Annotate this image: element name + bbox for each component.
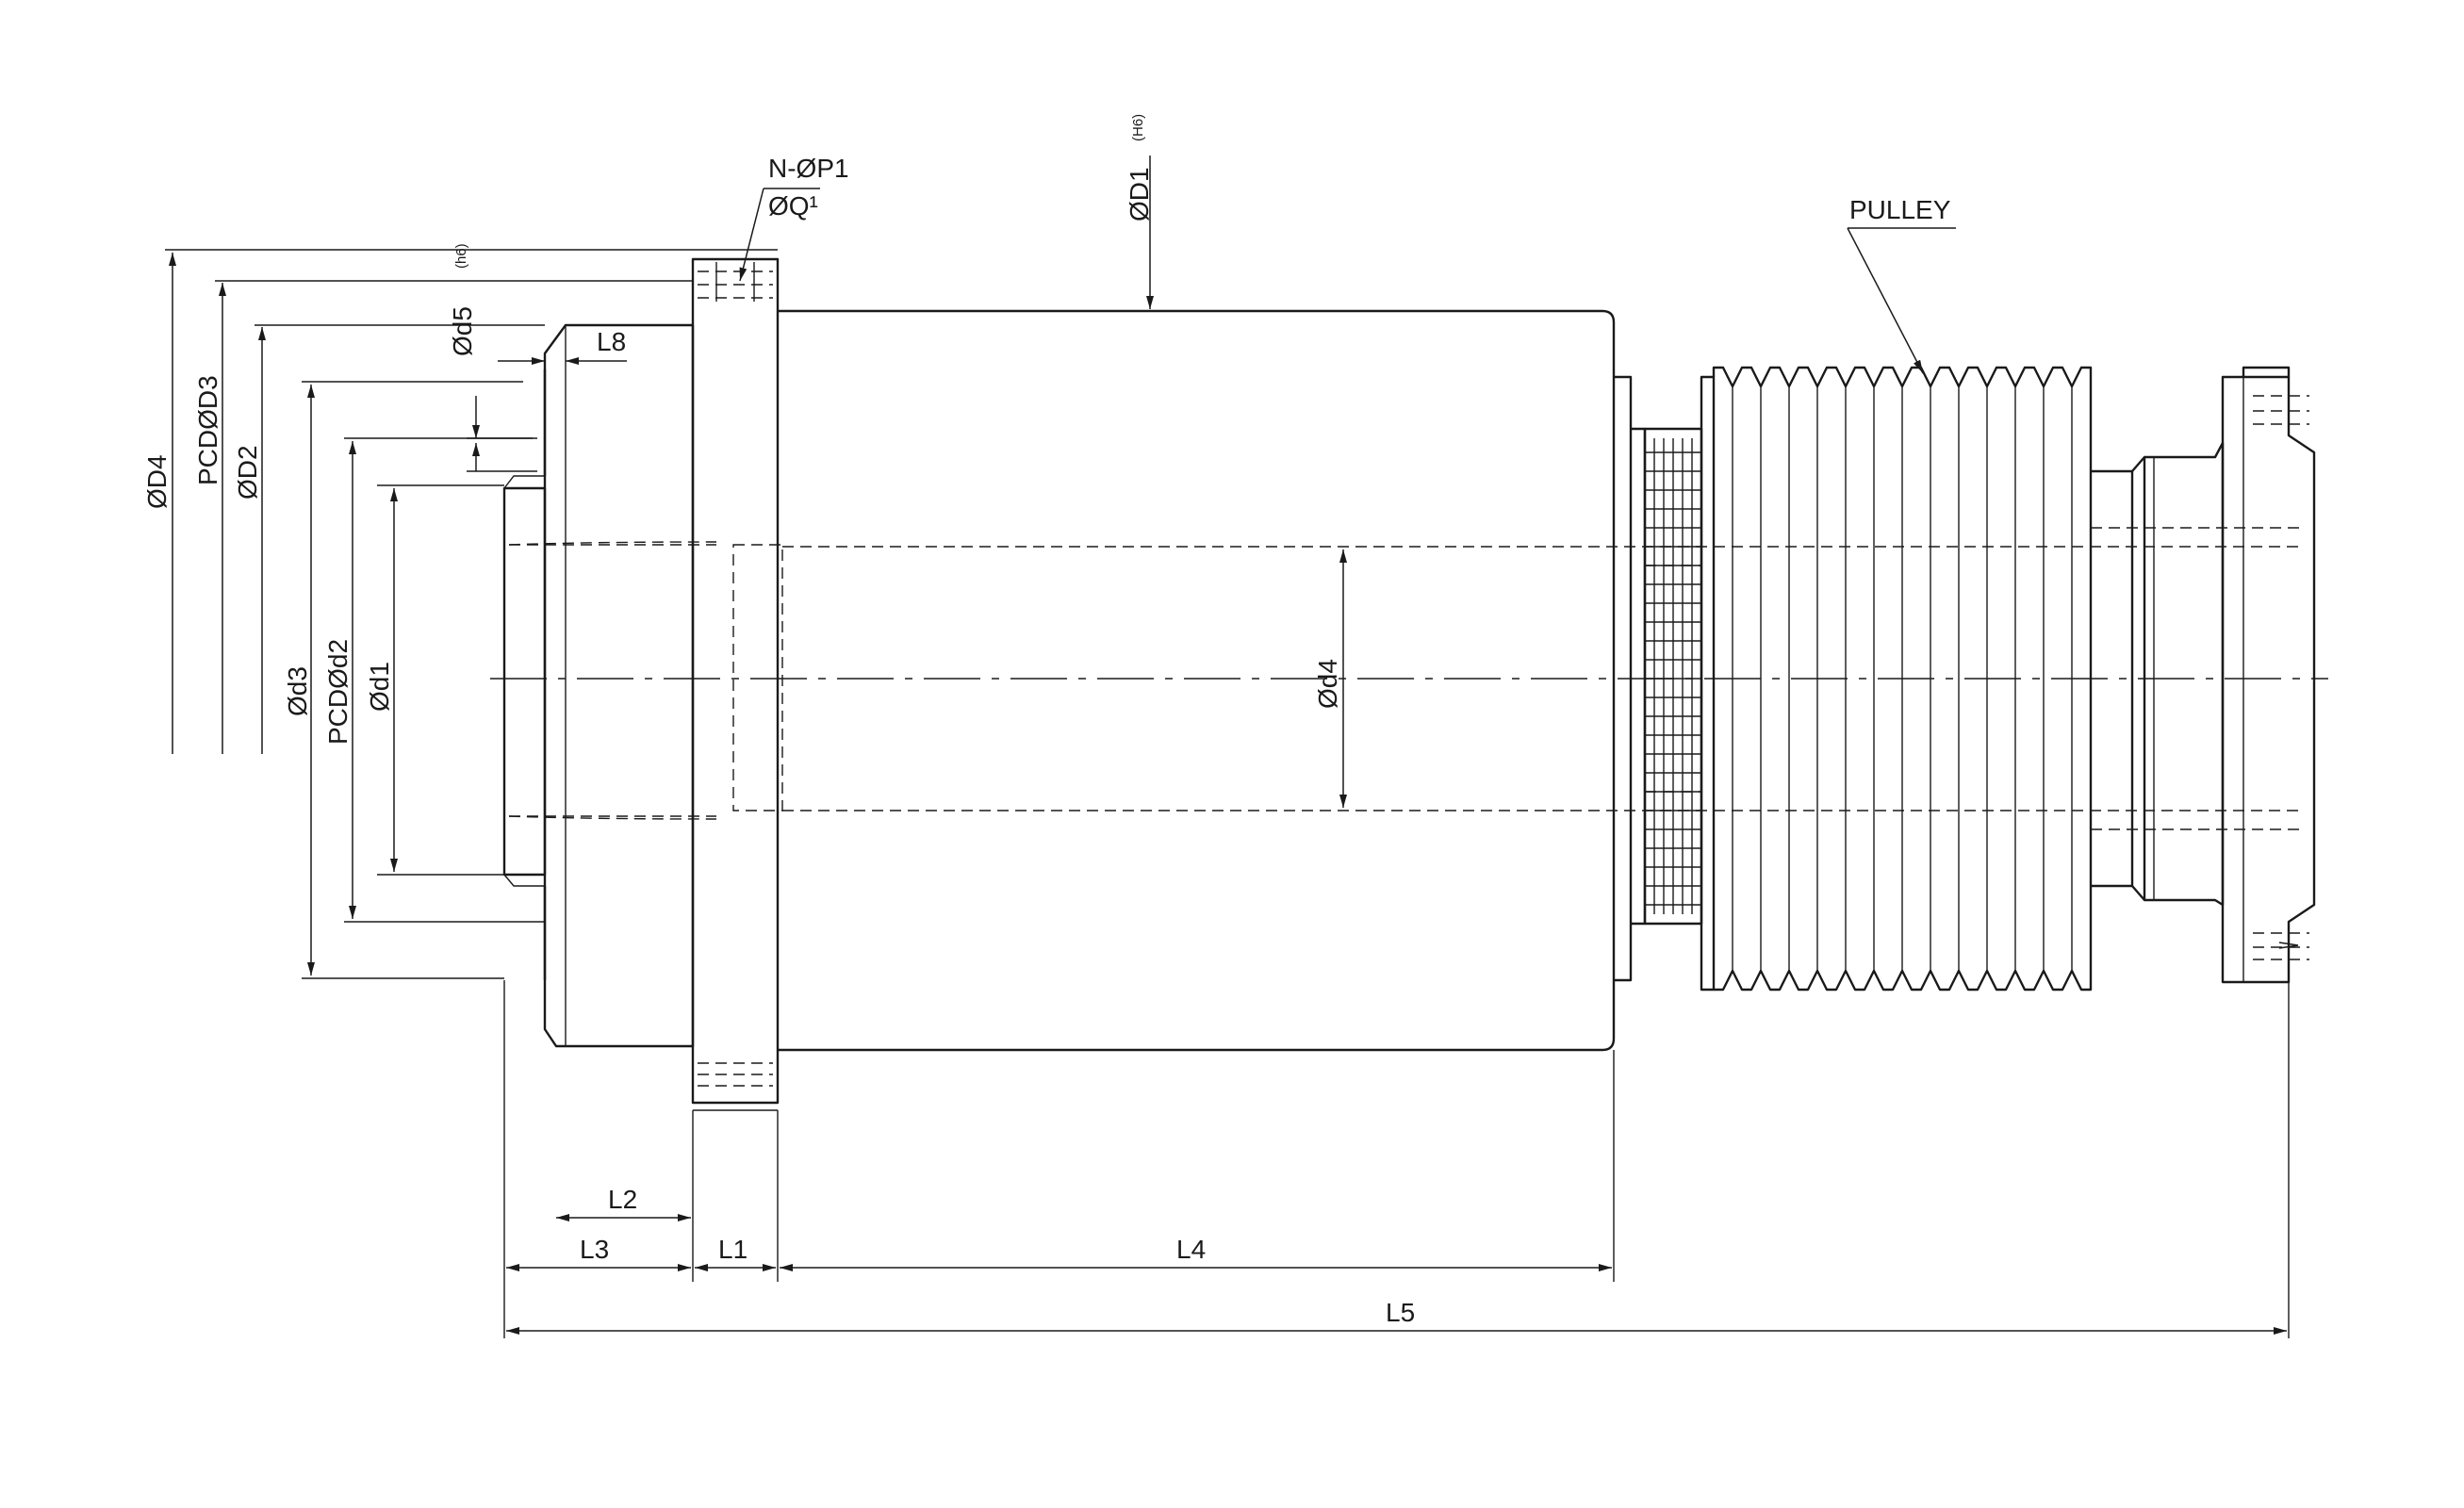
pulley-profile: [1712, 366, 2093, 992]
label-d1-upper: ØD1: [1125, 167, 1154, 221]
label-d5: Ød5: [448, 306, 477, 356]
label-pcd-d2: PCDØd2: [323, 639, 353, 745]
main-housing: [778, 309, 1616, 1052]
front-cap: [543, 323, 695, 1048]
pulley-body: [1700, 375, 1716, 992]
dimension-labels: N-ØP1 ØQ¹ ØD1 (H6) PULLEY ØD4 PCDØD3 ØD2…: [142, 114, 1951, 1327]
rear-nut: [2221, 375, 2316, 984]
label-pcd-d3: PCDØD3: [193, 375, 222, 485]
label-d1-tol: (H6): [1130, 114, 1146, 141]
rear-clamp: [2144, 441, 2225, 907]
label-q1: ØQ¹: [768, 191, 818, 221]
label-d1: Ød1: [365, 662, 394, 712]
label-pulley: PULLEY: [1849, 195, 1951, 224]
label-d4: Ød4: [1313, 659, 1342, 709]
dimension-lines: [165, 156, 2290, 1338]
rear-ring-2: [1631, 427, 1647, 926]
label-l1: L1: [718, 1235, 747, 1264]
label-d2-tol: (h6): [453, 243, 469, 269]
label-l4: L4: [1176, 1235, 1206, 1264]
label-n-p1: N-ØP1: [768, 154, 849, 183]
label-l8: L8: [597, 327, 626, 356]
label-l3: L3: [580, 1235, 609, 1264]
label-l5: L5: [1386, 1298, 1415, 1327]
bore-hidden-lines: [508, 527, 2300, 830]
label-d4-upper: ØD4: [142, 454, 172, 509]
rear-shaft: [2091, 469, 2134, 888]
spindle-outline: [502, 249, 2316, 1111]
label-d2-upper: ØD2: [233, 445, 262, 500]
label-d3: Ød3: [283, 666, 312, 716]
label-l2: L2: [608, 1185, 637, 1214]
flange: [691, 257, 780, 1105]
